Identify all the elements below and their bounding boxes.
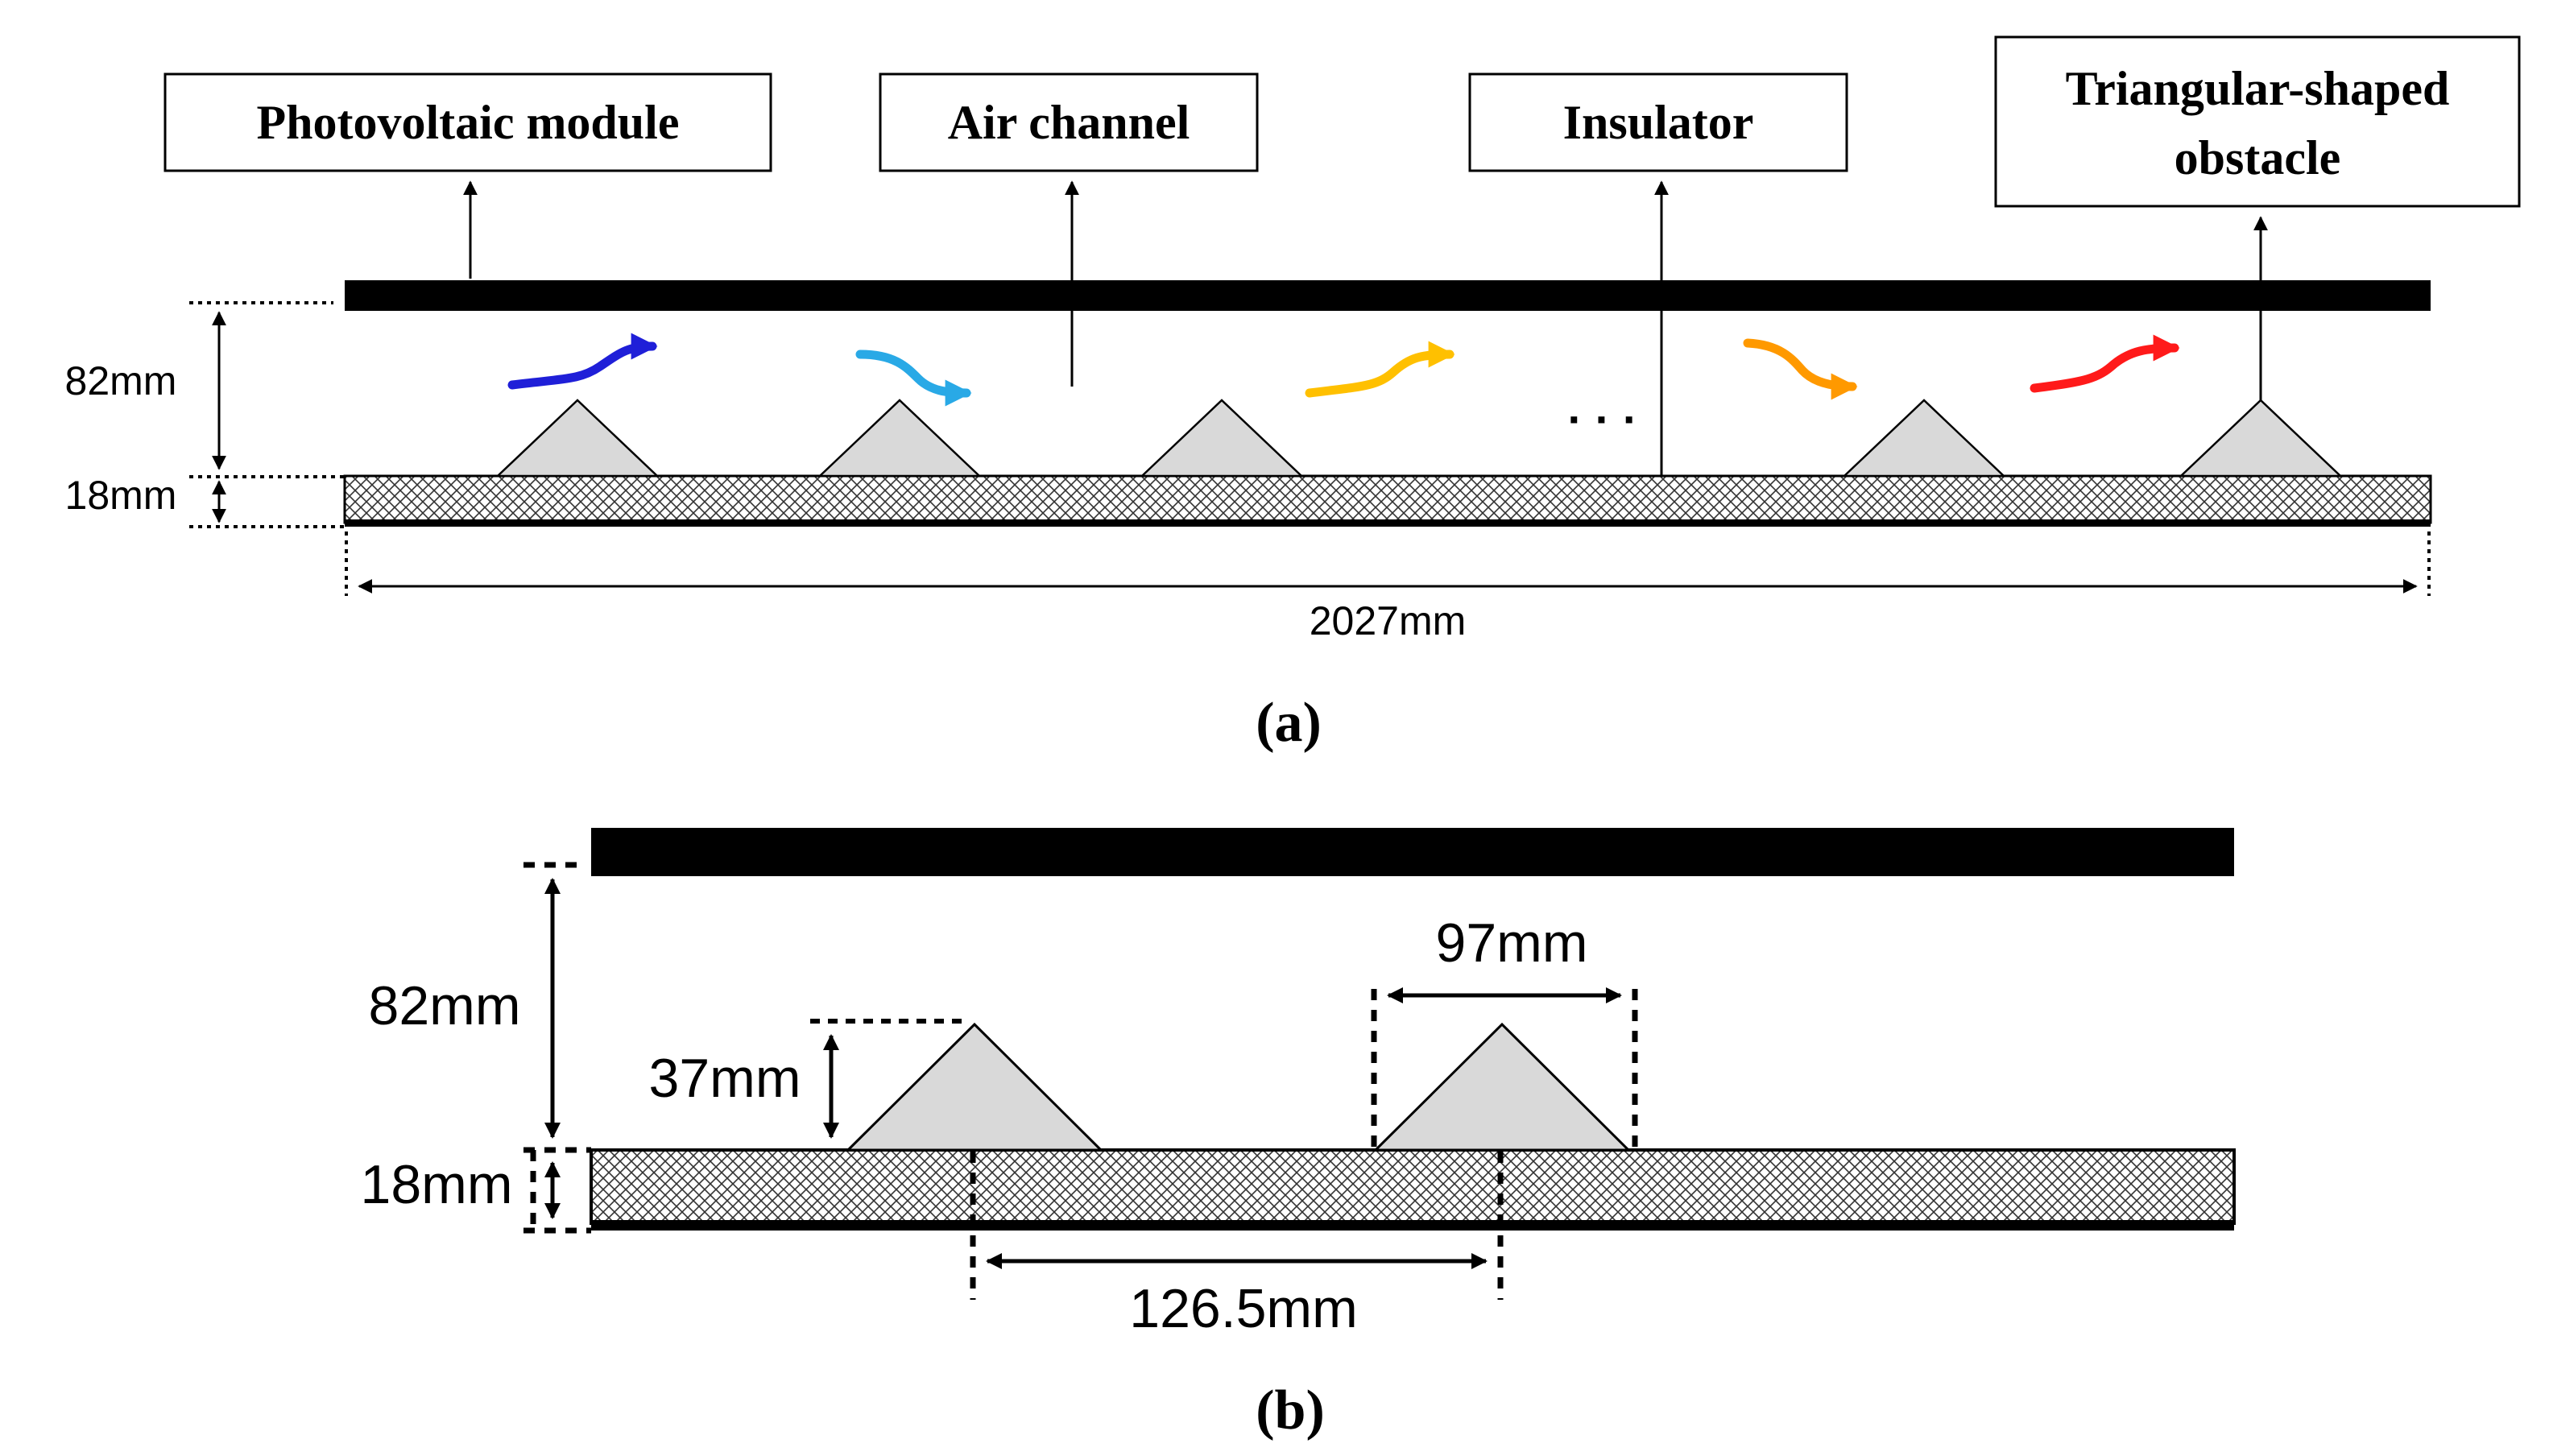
pv-module-plate — [345, 280, 2431, 311]
pv-module-plate-b — [591, 828, 2234, 876]
dim-2027mm: 2027mm — [1310, 598, 1467, 643]
flow-arrow-red — [2030, 334, 2180, 393]
label-box-pv-module: Photovoltaic module — [163, 72, 772, 172]
flow-arrow-cyan — [855, 350, 972, 407]
dimension-height-b: 82mm 18mm — [361, 862, 591, 1234]
obstacle-triangle — [817, 399, 983, 478]
dimension-length-a: 2027mm — [345, 532, 2431, 643]
label-obstacle-line1: Triangular-shaped — [2066, 62, 2450, 115]
label-box-insulator: Insulator — [1468, 72, 1848, 172]
flow-arrow-orange — [1743, 338, 1858, 400]
flow-arrow-yellow — [1305, 341, 1455, 398]
dim-37mm: 37mm — [649, 1048, 801, 1109]
caption-a: (a) — [1256, 692, 1322, 754]
bottom-plate-b — [591, 1220, 2234, 1231]
dimension-obstacle-height: 37mm — [649, 1019, 970, 1139]
obstacle-triangle — [494, 399, 660, 478]
label-box-air-channel: Air channel — [879, 72, 1259, 172]
panel-b: 82mm 18mm 37mm 97mm 126.5mm (b) — [361, 828, 2236, 1442]
insulator-layer-b — [590, 1148, 2236, 1225]
obstacle-triangle — [1841, 399, 2007, 478]
dim-126-5mm: 126.5mm — [1129, 1278, 1357, 1339]
dim-18mm-a: 18mm — [65, 473, 177, 518]
panel-a: Photovoltaic module Air channel Insulato… — [65, 35, 2521, 754]
label-box-obstacle: Triangular-shaped obstacle — [1994, 35, 2521, 208]
dim-97mm: 97mm — [1436, 912, 1588, 974]
insulator-layer — [343, 474, 2432, 524]
label-air-channel: Air channel — [948, 96, 1190, 149]
obstacle-triangle-b — [845, 1022, 1104, 1152]
obstacle-triangle — [1139, 399, 1305, 478]
obstacle-triangle — [2178, 399, 2344, 478]
dim-18mm-b: 18mm — [361, 1154, 513, 1215]
obstacle-triangle-b — [1372, 1022, 1632, 1152]
label-obstacle-line2: obstacle — [2175, 131, 2341, 184]
dim-82mm-b: 82mm — [369, 975, 521, 1036]
caption-b: (b) — [1256, 1379, 1325, 1442]
label-pv-module: Photovoltaic module — [257, 96, 680, 149]
label-insulator: Insulator — [1563, 96, 1754, 149]
dimension-pitch: 126.5mm — [970, 1152, 1504, 1339]
dimension-height-a: 82mm 18mm — [65, 301, 345, 528]
bottom-plate — [345, 519, 2431, 527]
dim-82mm-a: 82mm — [65, 358, 177, 403]
dimension-obstacle-base: 97mm — [1371, 912, 1638, 1150]
flow-arrow-blue — [507, 333, 658, 390]
ellipsis: · · · — [1567, 394, 1637, 445]
